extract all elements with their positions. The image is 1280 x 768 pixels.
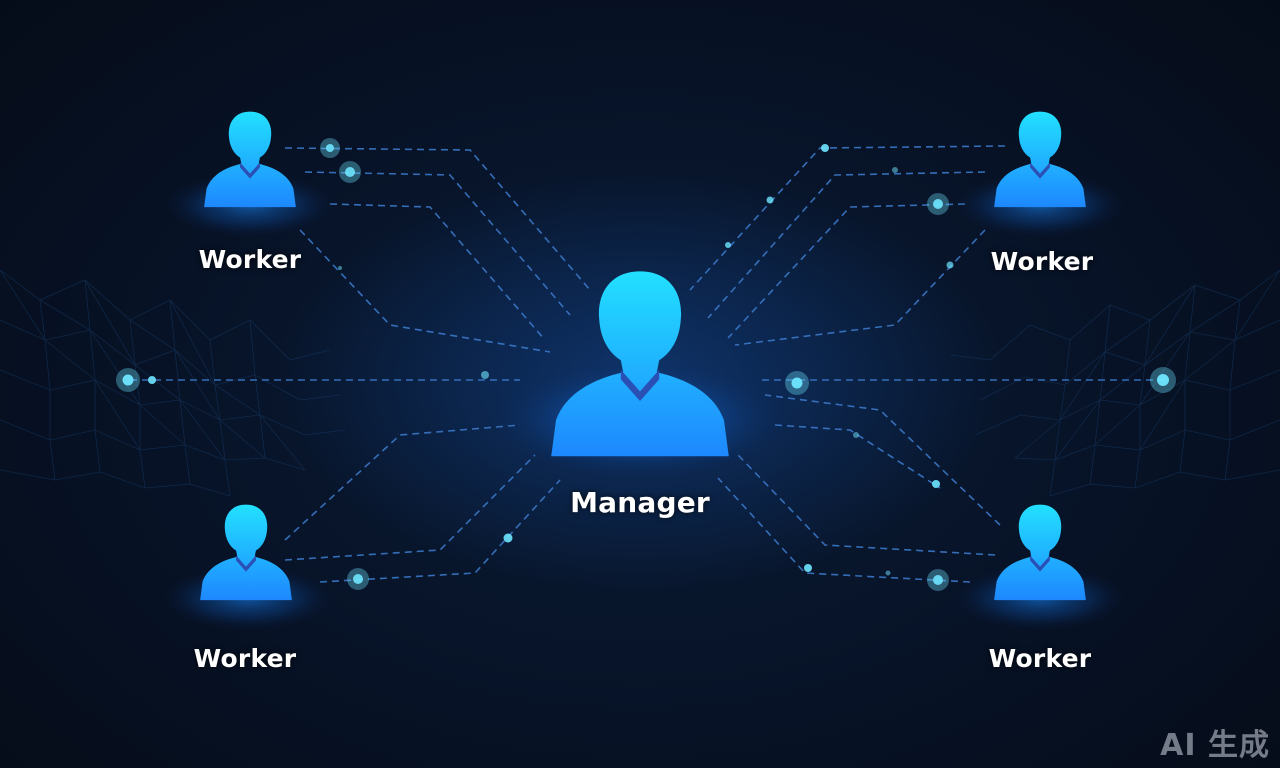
edge-manager-worker-tr-b bbox=[707, 171, 986, 319]
worker-bl-person-icon bbox=[200, 504, 292, 601]
edge-manager-worker-tr bbox=[689, 145, 1006, 291]
edge-manager-worker-br bbox=[764, 394, 1001, 526]
worker-bl-label: Worker bbox=[193, 644, 297, 673]
edge-manager-worker-tl bbox=[284, 147, 591, 291]
manager-person-icon bbox=[551, 271, 729, 457]
glow-dots bbox=[122, 144, 1169, 585]
worker-tl-label: Worker bbox=[198, 245, 302, 274]
edge-manager-worker-br-b bbox=[737, 454, 996, 556]
worker-tl-person-icon bbox=[204, 111, 296, 208]
manager-label: Manager bbox=[570, 486, 710, 519]
worker-br-person-icon bbox=[994, 504, 1086, 601]
edge-manager-worker-bl-b bbox=[284, 454, 536, 561]
worker-tr-person-icon bbox=[994, 111, 1086, 208]
worker-tr-label: Worker bbox=[990, 247, 1094, 276]
watermark: AI 生成 bbox=[1160, 728, 1270, 763]
edge-manager-worker-bl bbox=[284, 424, 521, 541]
worker-br-label: Worker bbox=[988, 644, 1092, 673]
